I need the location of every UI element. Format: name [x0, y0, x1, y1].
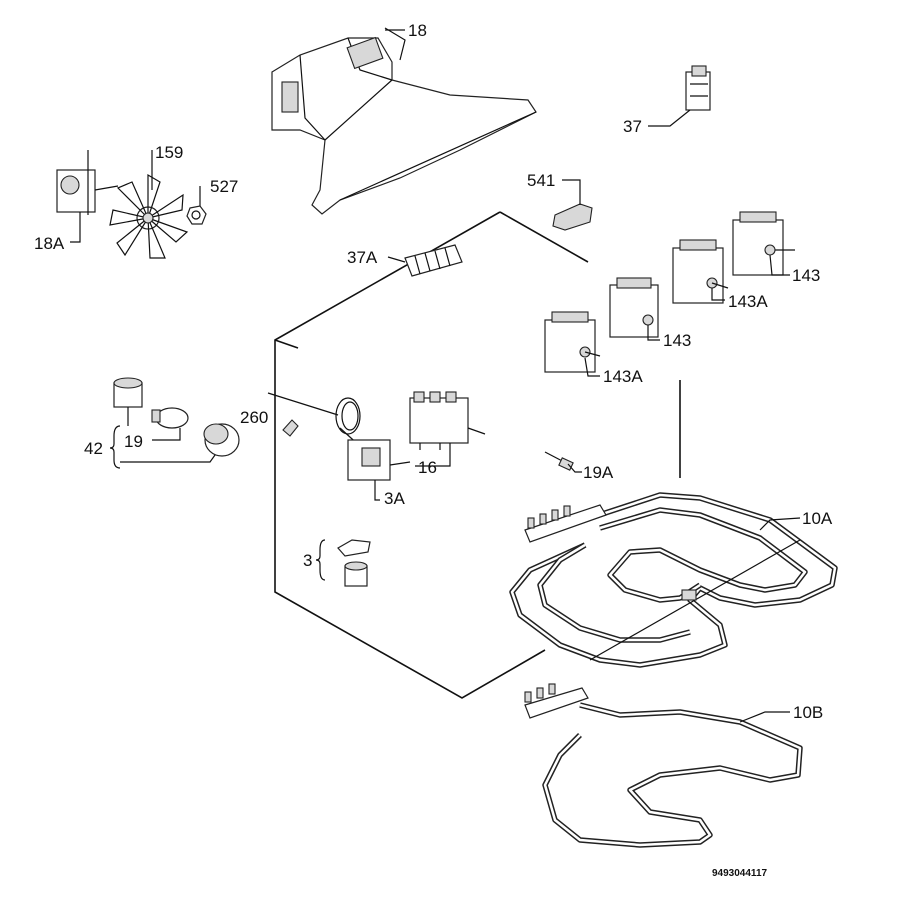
- label-10a: 10A: [802, 509, 833, 528]
- label-3a: 3A: [384, 489, 405, 508]
- clip-part-260: [282, 419, 299, 437]
- label-143-mid: 143: [663, 331, 691, 350]
- label-541: 541: [527, 171, 555, 190]
- switch-part-143a-top: [672, 239, 729, 304]
- label-10b: 10B: [793, 703, 823, 722]
- sensor-part-19a: [544, 451, 574, 471]
- bracket-part-37: [685, 65, 711, 111]
- label-260: 260: [240, 408, 268, 427]
- switch-part-143-mid: [609, 277, 659, 338]
- heating-element-part-10a: [509, 492, 838, 668]
- label-19a: 19A: [583, 463, 614, 482]
- lamp-bulb-part-19: [151, 407, 189, 429]
- fan-duct-part-18: [271, 27, 537, 215]
- label-143a-top: 143A: [728, 292, 768, 311]
- selector-switch-part-16: [409, 391, 486, 450]
- label-18a: 18A: [34, 234, 65, 253]
- label-19: 19: [124, 432, 143, 451]
- reference-number: 9493044117: [712, 868, 768, 879]
- lamp-holder-part-42: [113, 377, 143, 408]
- cavity-frame: [274, 211, 681, 699]
- leader-lines: [70, 29, 801, 723]
- label-143a-bottom: 143A: [603, 367, 643, 386]
- nut-part-527: [186, 205, 207, 225]
- part-labels: 18 37 159 527 18A 541 37A 143 143A 143 1…: [34, 21, 833, 879]
- lamp-cover-part-42: [203, 423, 240, 457]
- label-159: 159: [155, 143, 183, 162]
- thermostat-part-3a: [267, 392, 411, 481]
- label-16: 16: [418, 458, 437, 477]
- label-37: 37: [623, 117, 642, 136]
- fan-blade-part-159: [109, 173, 189, 259]
- switch-part-143-top: [732, 211, 795, 276]
- label-143-top: 143: [792, 266, 820, 285]
- label-18: 18: [408, 21, 427, 40]
- connector-part-541: [552, 203, 593, 231]
- heating-element-part-10b: [524, 683, 803, 848]
- label-3: 3: [303, 551, 312, 570]
- label-42: 42: [84, 439, 103, 458]
- label-37a: 37A: [347, 248, 378, 267]
- fan-motor-part-18a: [56, 150, 119, 215]
- thermostat-clip-part-3: [337, 539, 371, 587]
- terminal-block-part-37a: [404, 244, 463, 277]
- switch-part-143a-bottom: [544, 311, 601, 373]
- label-527: 527: [210, 177, 238, 196]
